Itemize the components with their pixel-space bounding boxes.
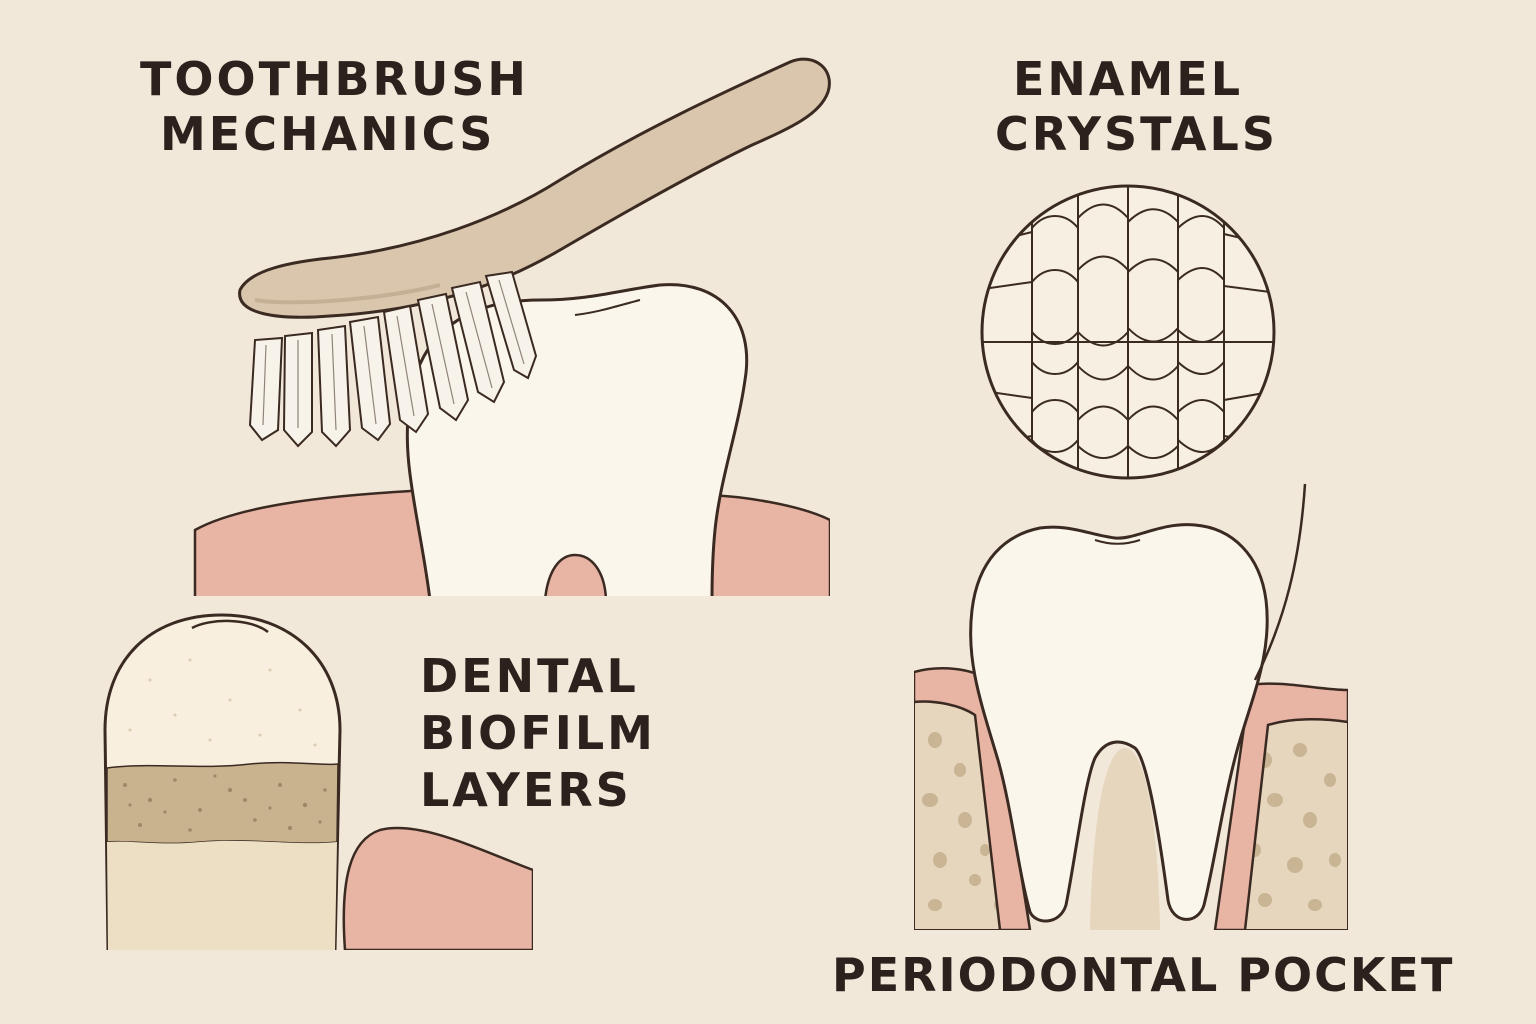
bone-spots: [922, 732, 1341, 911]
tooth-br: [969, 523, 1269, 923]
label-line: BIOFILM: [420, 706, 656, 761]
label-line: DENTAL: [420, 649, 639, 703]
label-enamel-crystals: ENAMEL CRYSTALS: [995, 52, 1278, 162]
enamel-speckles: [128, 658, 317, 747]
tooth-tl: [405, 283, 749, 596]
label-line: TOOTHBRUSH: [140, 52, 529, 106]
label-line: PERIODONTAL POCKET: [832, 948, 1455, 1002]
periodontal-probe: [1253, 483, 1307, 681]
label-dental-biofilm-layers: DENTAL BIOFILM LAYERS: [420, 648, 656, 819]
label-toothbrush-mechanics: TOOTHBRUSH MECHANICS: [140, 52, 529, 162]
label-periodontal-pocket: PERIODONTAL POCKET: [832, 948, 1454, 1003]
label-line: CRYSTALS: [995, 107, 1278, 162]
toothbrush: [238, 57, 831, 448]
enamel-crystal-lens: [980, 184, 1276, 480]
bristles: [248, 270, 538, 448]
label-line: MECHANICS: [160, 107, 496, 162]
biofilm-panel: [95, 600, 533, 950]
gum-bl: [342, 826, 533, 950]
periodontal-panel: [914, 480, 1348, 930]
biofilm-band: [106, 761, 339, 845]
label-line: LAYERS: [420, 763, 632, 818]
biofilm-speckles: [123, 774, 327, 832]
label-line: ENAMEL: [1013, 52, 1244, 106]
